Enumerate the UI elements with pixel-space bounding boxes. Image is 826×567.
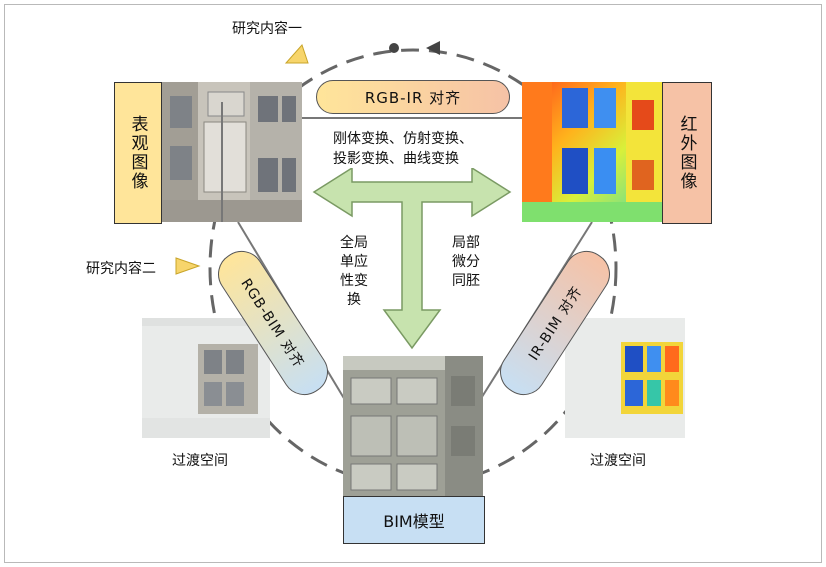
- bim-model-image: [343, 356, 483, 496]
- right-transition-space-label: 过渡空间: [590, 453, 646, 469]
- rgb-ir-alignment-pill: RGB-IR 对齐: [316, 80, 510, 114]
- research-content-two-label: 研究内容二: [86, 261, 156, 277]
- infrared-facade-image: [522, 82, 662, 222]
- ir-image-box: 红外图像: [662, 82, 712, 224]
- figure-frame: [4, 4, 822, 563]
- rgb-image-box: 表观图像: [114, 82, 162, 224]
- bim-model-box: BIM模型: [343, 496, 485, 544]
- local-diffeomorphism-label: 局部微分同胚: [452, 235, 480, 289]
- left-transition-space-label: 过渡空间: [172, 453, 228, 469]
- triangle-marker-two-icon: [175, 257, 201, 275]
- triangle-marker-one-icon: [284, 44, 309, 64]
- left-transition-image: [142, 318, 270, 438]
- t-shaped-arrow-icon: [312, 168, 512, 350]
- cycle-start-dot: [389, 43, 399, 53]
- dashed-cycle-circle: [208, 48, 618, 488]
- research-content-one-label: 研究内容一: [232, 21, 302, 37]
- right-transition-image: [565, 318, 685, 438]
- global-homography-label: 全局单应性变换: [340, 235, 368, 308]
- transform-types-line2: 投影变换、曲线变换: [333, 151, 459, 167]
- cycle-arrowhead: [426, 41, 440, 55]
- rgb-facade-image: [162, 82, 302, 222]
- transform-types-line1: 刚体变换、仿射变换、: [333, 131, 473, 147]
